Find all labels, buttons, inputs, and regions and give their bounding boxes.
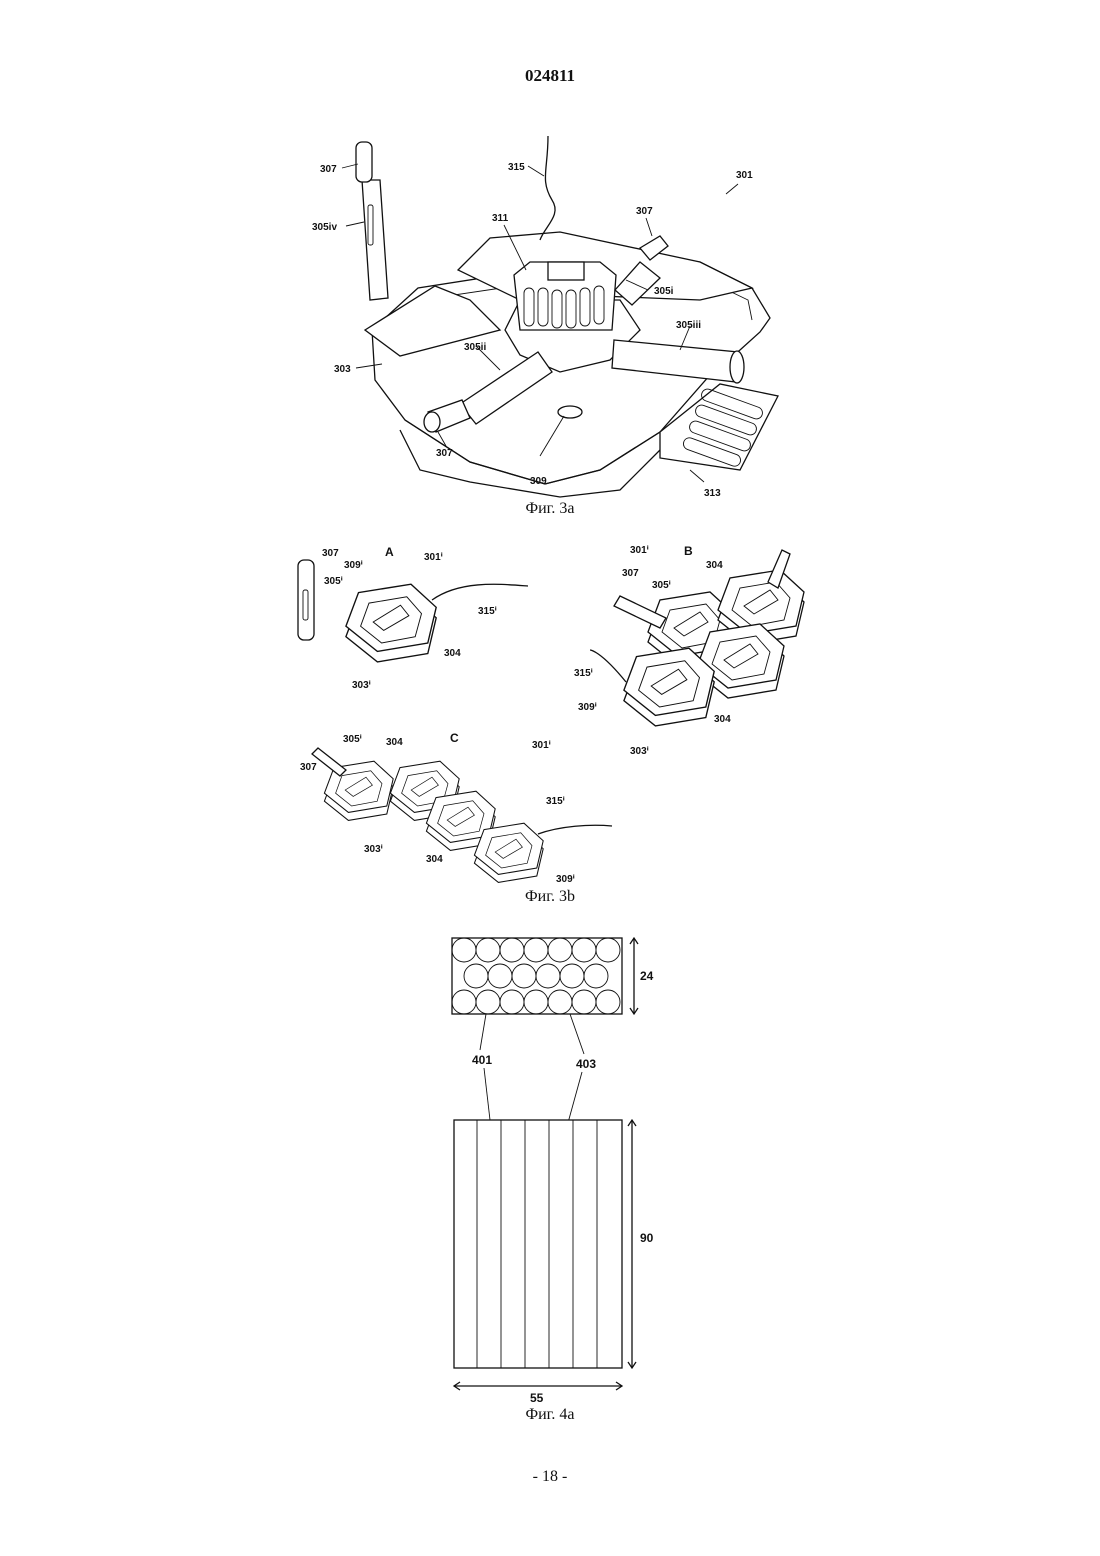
dimension-55: 55 xyxy=(530,1391,544,1405)
label-315i: 315ⁱ xyxy=(478,606,497,617)
label-313: 313 xyxy=(704,488,721,499)
label-309i: 309ⁱ xyxy=(578,702,597,713)
label-301i: 301ⁱ xyxy=(424,552,443,563)
label-315: 315 xyxy=(508,162,525,173)
label-403: 403 xyxy=(576,1057,596,1071)
label-304: 304 xyxy=(426,854,443,865)
label-309i: 309ⁱ xyxy=(344,560,363,571)
label-303i: 303ⁱ xyxy=(364,844,383,855)
figure-4a-drawing: 24 401 403 90 55 xyxy=(0,930,1100,1400)
label-301i: 301ⁱ xyxy=(532,740,551,751)
label-301: 301 xyxy=(736,170,753,181)
label-307: 307 xyxy=(320,164,337,175)
dimension-90: 90 xyxy=(640,1231,654,1245)
label-304: 304 xyxy=(444,648,461,659)
label-311: 311 xyxy=(492,213,509,224)
label-303: 303 xyxy=(334,364,351,375)
label-307: 307 xyxy=(622,568,639,579)
dimension-24: 24 xyxy=(640,969,654,983)
label-303i: 303ⁱ xyxy=(630,746,649,757)
label-315i: 315ⁱ xyxy=(546,796,565,807)
label-305ii: 305ii xyxy=(464,342,486,353)
figure-4a-caption: Фиг. 4a xyxy=(0,1406,1100,1424)
figure-3b-caption: Фиг. 3b xyxy=(0,888,1100,906)
figure-3a-caption: Фиг. 3a xyxy=(0,500,1100,518)
label-305iii: 305iii xyxy=(676,320,701,331)
label-305i: 305ⁱ xyxy=(343,734,362,745)
label-304: 304 xyxy=(714,714,731,725)
label-304: 304 xyxy=(706,560,723,571)
label-307: 307 xyxy=(322,548,339,559)
figure-3b-drawing: A 307 305ⁱ 309ⁱ 301ⁱ 315ⁱ 304 303ⁱ B 301… xyxy=(0,535,1100,890)
document-number: 024811 xyxy=(0,66,1100,86)
label-309i: 309ⁱ xyxy=(556,874,575,885)
label-307: 307 xyxy=(300,762,317,773)
label-315i: 315ⁱ xyxy=(574,668,593,679)
page-number: - 18 - xyxy=(0,1468,1100,1486)
label-305i: 305ⁱ xyxy=(652,580,671,591)
label-309: 309 xyxy=(530,476,547,487)
figure-3a-drawing: 307 305iv 315 307 311 301 305i 305iii 30… xyxy=(0,130,1100,510)
label-304: 304 xyxy=(386,737,403,748)
label-307: 307 xyxy=(436,448,453,459)
label-305iv: 305iv xyxy=(312,222,337,233)
label-307: 307 xyxy=(636,206,653,217)
label-301i: 301ⁱ xyxy=(630,545,649,556)
label-305i: 305ⁱ xyxy=(324,576,343,587)
panel-c-letter: C xyxy=(450,731,459,745)
panel-b-letter: B xyxy=(684,544,693,558)
label-401: 401 xyxy=(472,1053,492,1067)
label-303i: 303ⁱ xyxy=(352,680,371,691)
panel-a-letter: A xyxy=(385,545,394,559)
label-305i: 305i xyxy=(654,286,674,297)
